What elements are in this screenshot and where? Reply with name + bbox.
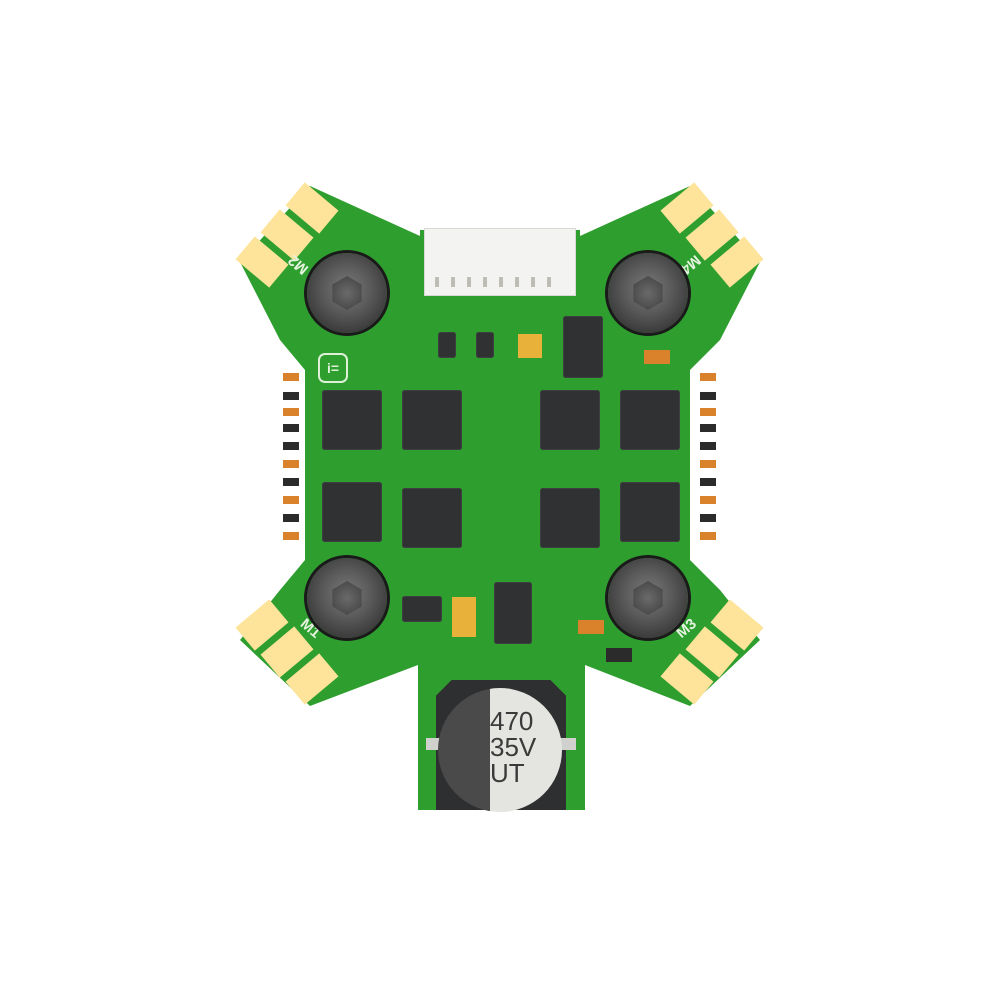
mosfet-chip <box>322 390 382 450</box>
capacitor-voltage: 35V <box>490 732 537 762</box>
capacitor-value: 470 <box>490 706 534 736</box>
voltage-regulator <box>494 582 532 644</box>
mosfet-chip <box>620 390 680 450</box>
ic-chip <box>476 332 494 358</box>
mounting-screw-top-right <box>608 253 688 333</box>
mosfet-chip <box>322 482 382 542</box>
capacitor-label: 470 35V UT <box>490 708 536 786</box>
voltage-regulator <box>563 316 603 378</box>
mounting-screw-top-left <box>307 253 387 333</box>
tantalum-capacitor <box>452 597 476 637</box>
mosfet-chip <box>620 482 680 542</box>
ic-chip <box>402 596 442 622</box>
tantalum-capacitor <box>518 334 542 358</box>
mounting-screw-bottom-left <box>307 558 387 638</box>
ic-chip <box>438 332 456 358</box>
electrolytic-capacitor: 470 35V UT <box>438 688 562 812</box>
passive-component <box>606 648 632 662</box>
mosfet-chip <box>540 390 600 450</box>
mosfet-chip <box>540 488 600 548</box>
capacitor-series: UT <box>490 758 525 788</box>
brand-logo-icon: i= <box>318 353 348 383</box>
passive-component <box>644 350 670 364</box>
passive-component <box>578 620 604 634</box>
mounting-screw-bottom-right <box>608 558 688 638</box>
connector-header <box>424 228 576 296</box>
mosfet-chip <box>402 488 462 548</box>
mosfet-chip <box>402 390 462 450</box>
